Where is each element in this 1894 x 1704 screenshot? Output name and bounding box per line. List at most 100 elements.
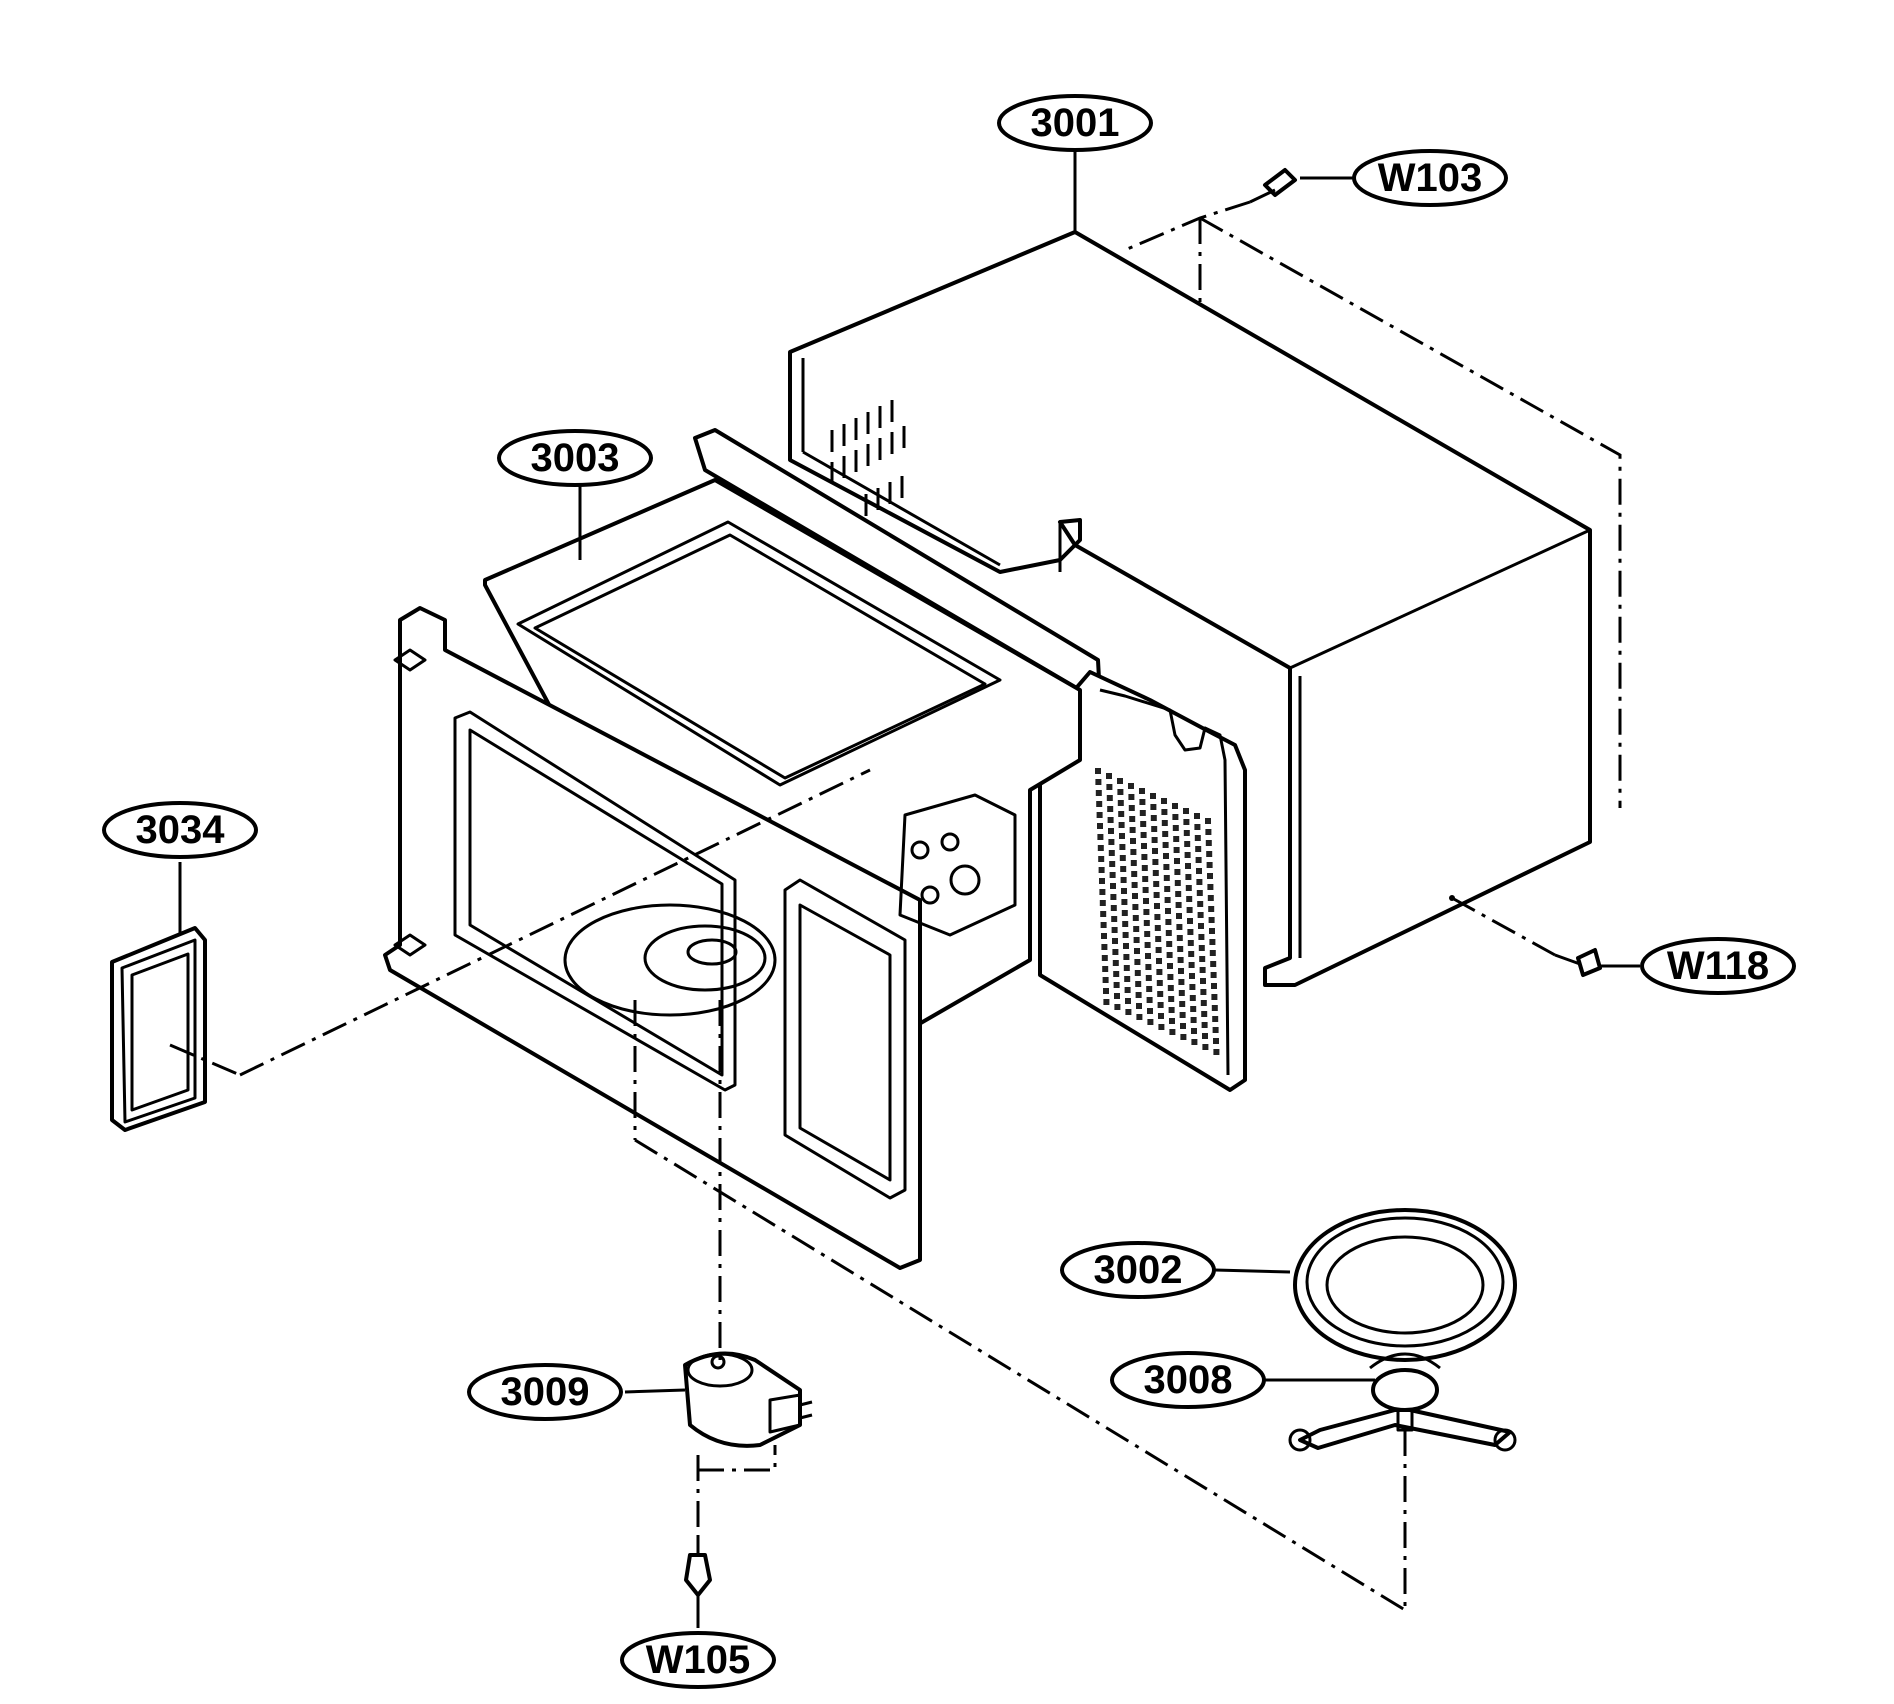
grille-hole <box>1150 804 1157 810</box>
grille-hole <box>1191 1039 1198 1045</box>
grille-hole <box>1145 964 1152 970</box>
grille-hole <box>1154 903 1160 909</box>
assembly-lines <box>169 200 1622 1612</box>
grille-hole <box>1198 923 1204 929</box>
grille-hole <box>1140 821 1147 827</box>
grille-hole <box>1097 845 1104 851</box>
grille-hole <box>1102 966 1109 972</box>
callout-3001: 3001 <box>997 94 1153 152</box>
grille-hole <box>1119 833 1125 839</box>
grille-hole <box>1210 961 1217 967</box>
grille-hole <box>1128 805 1135 811</box>
callout-3034: 3034 <box>102 801 258 859</box>
grille-hole <box>1151 826 1158 832</box>
grille-hole <box>1165 930 1172 936</box>
grille-hole <box>1180 1023 1186 1029</box>
grille-hole <box>1146 997 1153 1003</box>
grille-hole <box>1172 825 1179 831</box>
grille-hole <box>1185 874 1192 880</box>
grille-hole <box>1112 938 1118 944</box>
grille-hole <box>1109 861 1116 867</box>
grille-hole <box>1117 778 1123 784</box>
rear-grille <box>1095 768 1220 1055</box>
grille-hole <box>1119 844 1126 850</box>
grille-hole <box>1144 931 1151 937</box>
grille-hole <box>1196 879 1203 885</box>
grille-hole <box>1211 1005 1218 1011</box>
grille-hole <box>1141 843 1147 849</box>
grille-hole <box>1155 936 1162 942</box>
grille-hole <box>1108 839 1115 845</box>
grille-hole <box>1167 985 1174 991</box>
grille-hole <box>1145 953 1151 959</box>
grille-hole <box>1106 795 1113 801</box>
grille-hole <box>1110 894 1117 900</box>
grille-hole <box>1200 1000 1207 1006</box>
grille-hole <box>1152 859 1159 865</box>
grille-hole <box>1167 963 1173 969</box>
callout-label: W105 <box>646 1638 751 1682</box>
grille-hole <box>1194 813 1200 819</box>
grille-hole <box>1175 891 1182 897</box>
grille-hole <box>1176 913 1182 919</box>
grille-hole <box>1108 850 1115 856</box>
grille-hole <box>1205 840 1212 846</box>
grille-hole <box>1130 838 1136 844</box>
grille-hole <box>1166 952 1173 958</box>
grille-hole <box>1110 905 1117 911</box>
grille-hole <box>1173 836 1180 842</box>
grille-hole <box>1205 818 1211 824</box>
callout-label: 3001 <box>1031 101 1120 145</box>
grille-hole <box>1120 866 1127 872</box>
grille-hole <box>1206 851 1213 857</box>
grille-hole <box>1122 932 1129 938</box>
callout-label: 3003 <box>531 436 620 480</box>
callout-label: W118 <box>1667 944 1769 988</box>
grille-hole <box>1117 789 1124 795</box>
grille-hole <box>1119 855 1126 861</box>
grille-hole <box>1177 957 1184 963</box>
grille-hole <box>1095 790 1102 796</box>
grille-hole <box>1123 965 1130 971</box>
grille-hole <box>1201 1011 1208 1017</box>
screw-w103 <box>1249 168 1297 204</box>
grille-hole <box>1213 1038 1219 1044</box>
screw-w105 <box>684 1535 712 1597</box>
grille-hole <box>1121 888 1127 894</box>
grille-hole <box>1208 917 1215 923</box>
grille-hole <box>1123 954 1130 960</box>
glass-tray <box>1293 1208 1517 1362</box>
grille-hole <box>1213 1049 1220 1055</box>
grille-hole <box>1141 854 1148 860</box>
grille-hole <box>1176 935 1183 941</box>
grille-hole <box>1096 812 1103 818</box>
grille-hole <box>1180 1034 1187 1040</box>
grille-hole <box>1112 949 1119 955</box>
grille-hole <box>1198 934 1205 940</box>
grille-hole <box>1163 875 1170 881</box>
grille-hole <box>1132 893 1138 899</box>
grille-hole <box>1202 1044 1209 1050</box>
grille-hole <box>1163 864 1170 870</box>
grille-hole <box>1121 899 1128 905</box>
grille-hole <box>1177 946 1184 952</box>
outer-cabinet <box>788 230 1592 987</box>
grille-hole <box>1172 814 1179 820</box>
grille-hole <box>1167 974 1174 980</box>
grille-hole <box>1098 856 1105 862</box>
grille-hole <box>1118 822 1125 828</box>
grille-hole <box>1165 908 1171 914</box>
grille-hole <box>1141 865 1148 871</box>
grille-hole <box>1189 984 1196 990</box>
grille-hole <box>1156 958 1162 964</box>
cabinet-vent-slots <box>830 400 906 516</box>
grille-hole <box>1174 858 1180 864</box>
grille-hole <box>1183 830 1190 836</box>
grille-hole <box>1165 919 1172 925</box>
grille-hole <box>1155 947 1162 953</box>
grille-hole <box>1162 831 1169 837</box>
grille-hole <box>1097 834 1104 840</box>
grille-hole <box>1188 951 1195 957</box>
grille-hole <box>1151 837 1158 843</box>
grille-hole <box>1156 980 1163 986</box>
